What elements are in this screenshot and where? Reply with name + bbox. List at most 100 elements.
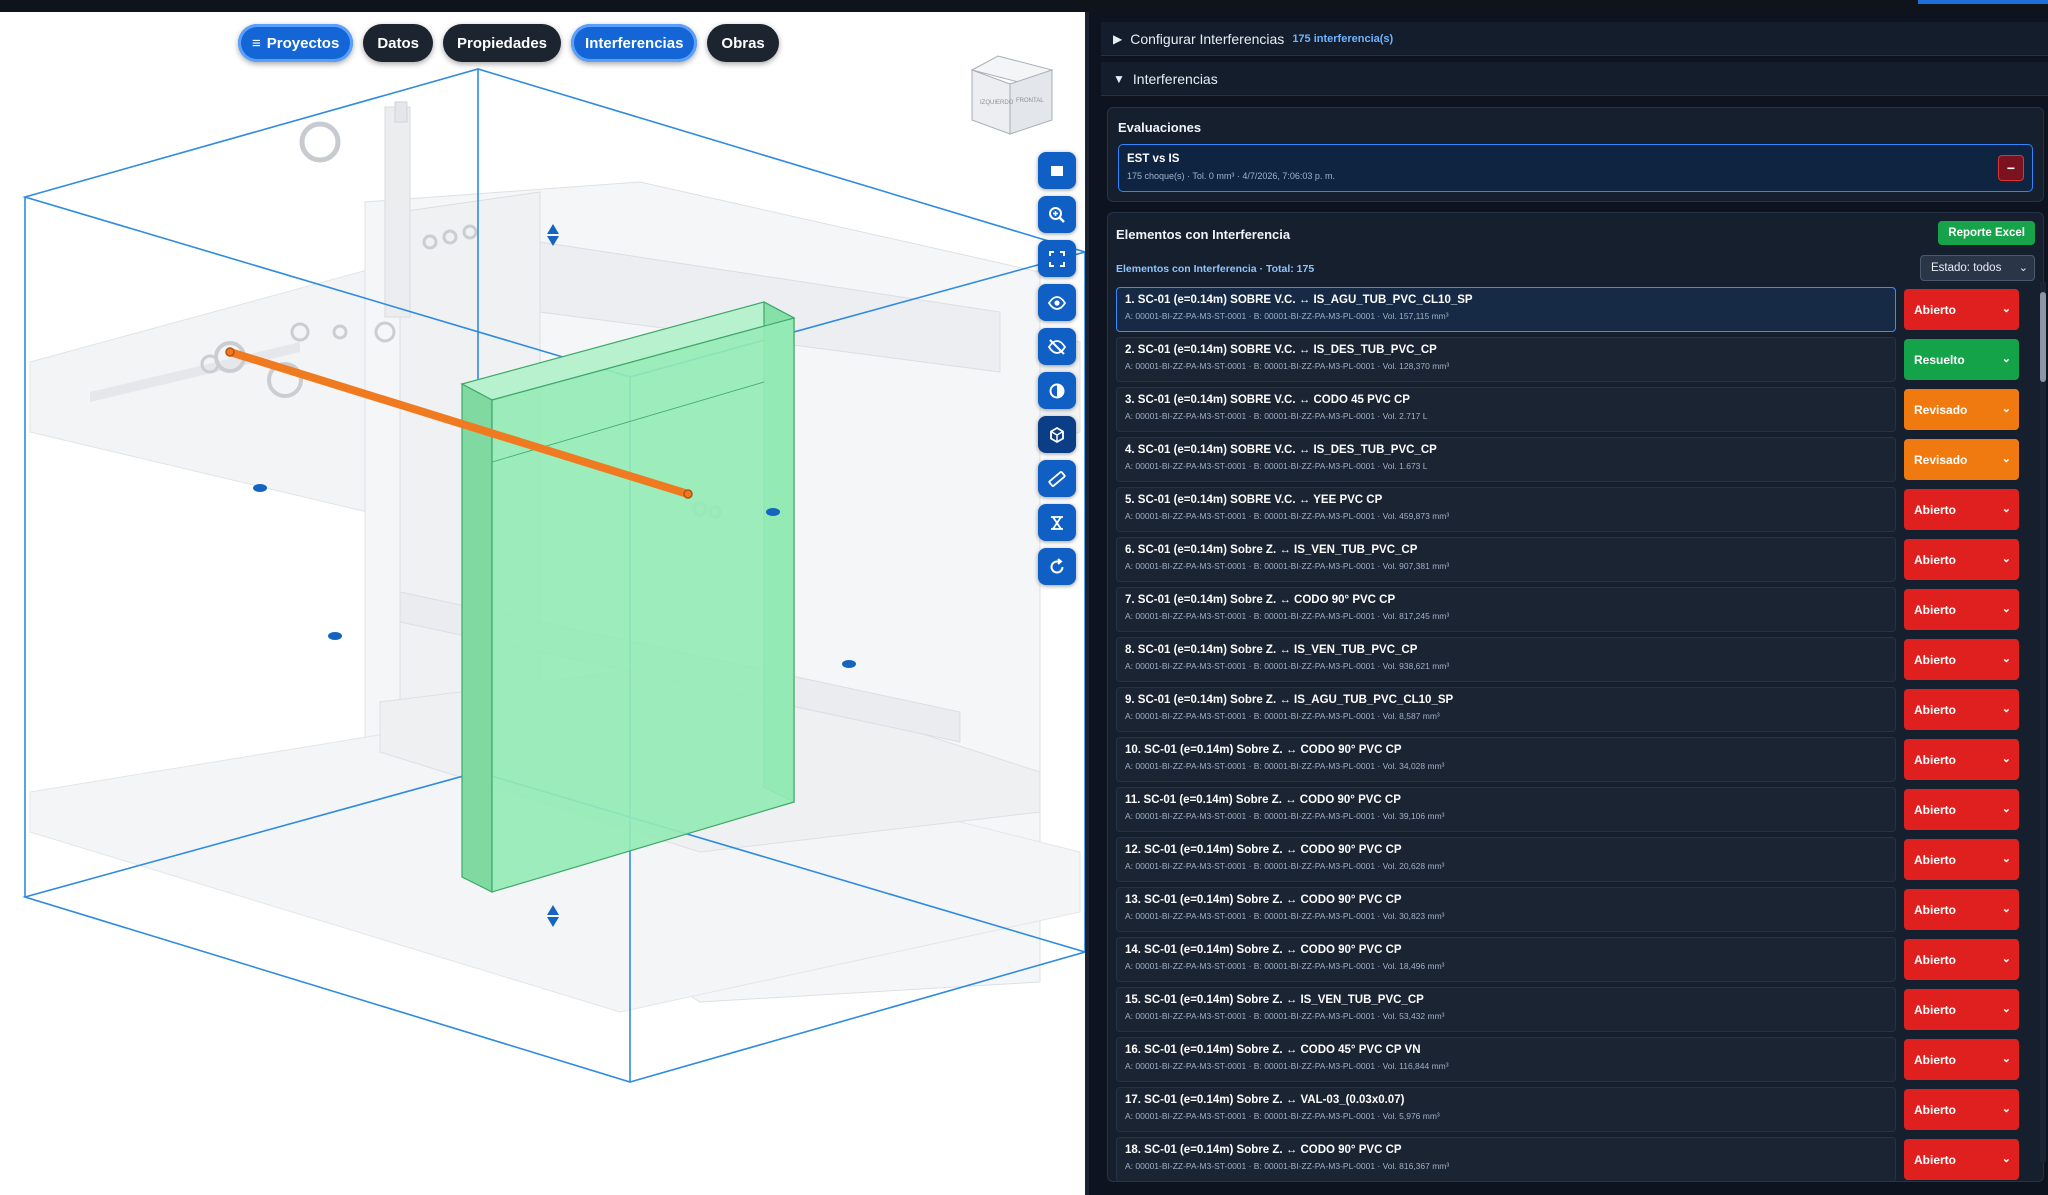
status-value: Abierto — [1914, 852, 1956, 867]
elementos-title: Elementos con Interferencia — [1116, 227, 1291, 242]
status-value: Abierto — [1914, 1052, 1956, 1067]
model-scene[interactable]: IZQUIERDO FRONTAL — [0, 12, 1085, 1195]
interference-card[interactable]: 3. SC-01 (e=0.14m) SOBRE V.C. ↔ CODO 45 … — [1116, 387, 1896, 432]
table-row[interactable]: 3. SC-01 (e=0.14m) SOBRE V.C. ↔ CODO 45 … — [1116, 387, 2031, 432]
evaluation-meta: 175 choque(s) · Tol. 0 mm³ · 4/7/2026, 7… — [1127, 171, 1335, 181]
zoom-tool-button[interactable] — [1038, 196, 1076, 233]
interferencias-section-header[interactable]: ▼ Interferencias — [1101, 62, 2048, 96]
chevron-down-icon: ⌄ — [2001, 403, 2011, 415]
table-row[interactable]: 6. SC-01 (e=0.14m) Sobre Z. ↔ IS_VEN_TUB… — [1116, 537, 2031, 582]
status-value: Abierto — [1914, 1002, 1956, 1017]
table-row[interactable]: 8. SC-01 (e=0.14m) Sobre Z. ↔ IS_VEN_TUB… — [1116, 637, 2031, 682]
status-select[interactable]: Abierto⌄ — [1904, 1039, 2019, 1080]
status-select[interactable]: Abierto⌄ — [1904, 689, 2019, 730]
table-row[interactable]: 11. SC-01 (e=0.14m) Sobre Z. ↔ CODO 90° … — [1116, 787, 2031, 832]
hide-tool-button[interactable] — [1038, 328, 1076, 365]
interference-title: 2. SC-01 (e=0.14m) SOBRE V.C. ↔ IS_DES_T… — [1125, 344, 1437, 356]
fit-icon — [1049, 250, 1065, 267]
select-tool-button[interactable] — [1038, 152, 1076, 189]
clash-element-b[interactable] — [225, 347, 693, 499]
table-row[interactable]: 13. SC-01 (e=0.14m) Sobre Z. ↔ CODO 90° … — [1116, 887, 2031, 932]
interference-card[interactable]: 17. SC-01 (e=0.14m) Sobre Z. ↔ VAL-03_(0… — [1116, 1087, 1896, 1132]
status-select[interactable]: Abierto⌄ — [1904, 589, 2019, 630]
tab-datos[interactable]: Datos — [363, 24, 433, 62]
measure-tool-button[interactable] — [1038, 460, 1076, 497]
interference-title: 3. SC-01 (e=0.14m) SOBRE V.C. ↔ CODO 45 … — [1125, 394, 1410, 406]
status-select[interactable]: Abierto⌄ — [1904, 1089, 2019, 1130]
status-select[interactable]: Abierto⌄ — [1904, 739, 2019, 780]
interference-card[interactable]: 6. SC-01 (e=0.14m) Sobre Z. ↔ IS_VEN_TUB… — [1116, 537, 1896, 582]
fit-tool-button[interactable] — [1038, 240, 1076, 277]
contrast-tool-button[interactable] — [1038, 372, 1076, 409]
status-value: Abierto — [1914, 602, 1956, 617]
status-select[interactable]: Abierto⌄ — [1904, 1139, 2019, 1180]
viewer-toolbar — [1038, 152, 1076, 585]
interference-card[interactable]: 5. SC-01 (e=0.14m) SOBRE V.C. ↔ YEE PVC … — [1116, 487, 1896, 532]
interference-card[interactable]: 1. SC-01 (e=0.14m) SOBRE V.C. ↔ IS_AGU_T… — [1116, 287, 1896, 332]
chevron-down-icon: ⌄ — [2001, 903, 2011, 915]
tab-obras[interactable]: Obras — [707, 24, 779, 62]
list-scrollbar[interactable] — [2040, 282, 2046, 1162]
interference-detail: A: 00001-BI-ZZ-PA-M3-ST-0001 · B: 00001-… — [1125, 811, 1445, 821]
status-select[interactable]: Abierto⌄ — [1904, 789, 2019, 830]
evaluation-card[interactable]: EST vs IS 175 choque(s) · Tol. 0 mm³ · 4… — [1118, 144, 2033, 192]
interference-card[interactable]: 13. SC-01 (e=0.14m) Sobre Z. ↔ CODO 90° … — [1116, 887, 1896, 932]
table-row[interactable]: 12. SC-01 (e=0.14m) Sobre Z. ↔ CODO 90° … — [1116, 837, 2031, 882]
interference-card[interactable]: 10. SC-01 (e=0.14m) Sobre Z. ↔ CODO 90° … — [1116, 737, 1896, 782]
status-select[interactable]: Abierto⌄ — [1904, 489, 2019, 530]
interference-card[interactable]: 11. SC-01 (e=0.14m) Sobre Z. ↔ CODO 90° … — [1116, 787, 1896, 832]
clash-element-a[interactable] — [460, 301, 796, 893]
tab-proyectos[interactable]: ≡Proyectos — [238, 24, 354, 62]
interference-card[interactable]: 2. SC-01 (e=0.14m) SOBRE V.C. ↔ IS_DES_T… — [1116, 337, 1896, 382]
status-select[interactable]: Abierto⌄ — [1904, 889, 2019, 930]
config-section-header[interactable]: ▶ Configurar Interferencias 175 interfer… — [1101, 22, 2048, 56]
excel-report-button[interactable]: Reporte Excel — [1938, 221, 2035, 245]
interference-card[interactable]: 8. SC-01 (e=0.14m) Sobre Z. ↔ IS_VEN_TUB… — [1116, 637, 1896, 682]
status-select[interactable]: Abierto⌄ — [1904, 939, 2019, 980]
interference-card[interactable]: 7. SC-01 (e=0.14m) Sobre Z. ↔ CODO 90° P… — [1116, 587, 1896, 632]
table-row[interactable]: 17. SC-01 (e=0.14m) Sobre Z. ↔ VAL-03_(0… — [1116, 1087, 2031, 1132]
table-row[interactable]: 7. SC-01 (e=0.14m) Sobre Z. ↔ CODO 90° P… — [1116, 587, 2031, 632]
table-row[interactable]: 9. SC-01 (e=0.14m) Sobre Z. ↔ IS_AGU_TUB… — [1116, 687, 2031, 732]
tab-interferencias[interactable]: Interferencias — [571, 24, 698, 62]
status-select[interactable]: Abierto⌄ — [1904, 539, 2019, 580]
status-select[interactable]: Abierto⌄ — [1904, 289, 2019, 330]
reset-tool-button[interactable] — [1038, 548, 1076, 585]
table-row[interactable]: 1. SC-01 (e=0.14m) SOBRE V.C. ↔ IS_AGU_T… — [1116, 287, 2031, 332]
section-handles[interactable] — [253, 224, 856, 927]
status-select[interactable]: Abierto⌄ — [1904, 989, 2019, 1030]
status-select[interactable]: Revisado⌄ — [1904, 439, 2019, 480]
table-row[interactable]: 16. SC-01 (e=0.14m) Sobre Z. ↔ CODO 45° … — [1116, 1037, 2031, 1082]
interference-card[interactable]: 4. SC-01 (e=0.14m) SOBRE V.C. ↔ IS_DES_T… — [1116, 437, 1896, 482]
viewcube[interactable]: IZQUIERDO FRONTAL — [970, 55, 1054, 135]
table-row[interactable]: 14. SC-01 (e=0.14m) Sobre Z. ↔ CODO 90° … — [1116, 937, 2031, 982]
show-tool-button[interactable] — [1038, 284, 1076, 321]
interference-card[interactable]: 14. SC-01 (e=0.14m) Sobre Z. ↔ CODO 90° … — [1116, 937, 1896, 982]
status-select[interactable]: Revisado ⌄ — [1904, 389, 2019, 430]
status-select[interactable]: Abierto⌄ — [1904, 839, 2019, 880]
delete-evaluation-button[interactable]: − — [1998, 155, 2024, 181]
table-row[interactable]: 2. SC-01 (e=0.14m) SOBRE V.C. ↔ IS_DES_T… — [1116, 337, 2031, 382]
status-select[interactable]: Abierto⌄ — [1904, 639, 2019, 680]
table-row[interactable]: 5. SC-01 (e=0.14m) SOBRE V.C. ↔ YEE PVC … — [1116, 487, 2031, 532]
table-row[interactable]: 4. SC-01 (e=0.14m) SOBRE V.C. ↔ IS_DES_T… — [1116, 437, 2031, 482]
chevron-down-icon: ⌄ — [2001, 653, 2011, 665]
status-select[interactable]: Resuelto⌄ — [1904, 339, 2019, 380]
interference-card[interactable]: 18. SC-01 (e=0.14m) Sobre Z. ↔ CODO 90° … — [1116, 1137, 1896, 1182]
scrollbar-thumb[interactable] — [2040, 292, 2046, 382]
box-tool-button[interactable] — [1038, 416, 1076, 453]
filter-tool-button[interactable] — [1038, 504, 1076, 541]
table-row[interactable]: 15. SC-01 (e=0.14m) Sobre Z. ↔ IS_VEN_TU… — [1116, 987, 2031, 1032]
interference-card[interactable]: 15. SC-01 (e=0.14m) Sobre Z. ↔ IS_VEN_TU… — [1116, 987, 1896, 1032]
table-row[interactable]: 18. SC-01 (e=0.14m) Sobre Z. ↔ CODO 90° … — [1116, 1137, 2031, 1182]
interference-card[interactable]: 12. SC-01 (e=0.14m) Sobre Z. ↔ CODO 90° … — [1116, 837, 1896, 882]
interference-title: 10. SC-01 (e=0.14m) Sobre Z. ↔ CODO 90° … — [1125, 744, 1402, 756]
status-value: Abierto — [1914, 1152, 1956, 1167]
tab-propiedades[interactable]: Propiedades — [443, 24, 562, 62]
status-value: Revisado — [1914, 402, 1968, 417]
interference-card[interactable]: 16. SC-01 (e=0.14m) Sobre Z. ↔ CODO 45° … — [1116, 1037, 1896, 1082]
table-row[interactable]: 10. SC-01 (e=0.14m) Sobre Z. ↔ CODO 90° … — [1116, 737, 2031, 782]
interference-card[interactable]: 9. SC-01 (e=0.14m) Sobre Z. ↔ IS_AGU_TUB… — [1116, 687, 1896, 732]
3d-viewer[interactable]: IZQUIERDO FRONTAL ≡Proyectos Datos Propi… — [0, 12, 1085, 1195]
status-filter-select[interactable]: Estado: todos⌄ — [1920, 255, 2035, 281]
